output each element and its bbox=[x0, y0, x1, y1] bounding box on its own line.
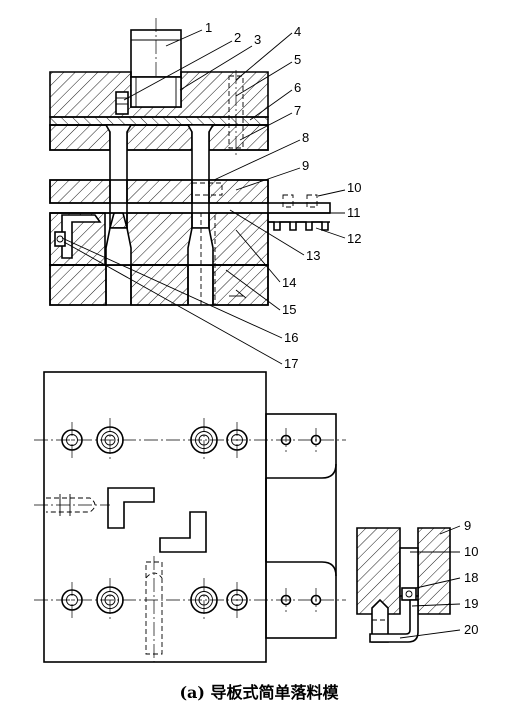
detail-label-19: 19 bbox=[464, 596, 478, 611]
detail-view: 9 10 18 19 20 bbox=[356, 518, 478, 643]
label-13: 13 bbox=[306, 248, 320, 263]
section-view: 1 2 3 4 5 6 7 8 9 10 11 12 13 14 15 16 1… bbox=[49, 18, 361, 371]
label-17: 17 bbox=[284, 356, 298, 371]
punch-profile-1 bbox=[107, 487, 155, 529]
label-6: 6 bbox=[294, 80, 301, 95]
detail-label-10: 10 bbox=[464, 544, 478, 559]
label-16: 16 bbox=[284, 330, 298, 345]
label-8: 8 bbox=[302, 130, 309, 145]
label-7: 7 bbox=[294, 103, 301, 118]
label-1: 1 bbox=[205, 20, 212, 35]
punch-plate bbox=[49, 124, 269, 151]
screw bbox=[115, 91, 129, 115]
label-4: 4 bbox=[294, 24, 301, 39]
guide-plate bbox=[49, 179, 269, 204]
backing-plate bbox=[49, 116, 269, 126]
detail-label-20: 20 bbox=[464, 622, 478, 637]
punch-profile-2 bbox=[159, 511, 207, 553]
label-11: 11 bbox=[347, 205, 361, 220]
die-block bbox=[105, 212, 129, 229]
label-9: 9 bbox=[302, 158, 309, 173]
lower-die-holder bbox=[49, 264, 269, 306]
figure-caption: (a) 导板式简单落料模 bbox=[179, 683, 339, 702]
label-15: 15 bbox=[282, 302, 296, 317]
detail-label-9: 9 bbox=[464, 518, 471, 533]
label-3: 3 bbox=[254, 32, 261, 47]
label-14: 14 bbox=[282, 275, 296, 290]
part-numbers: 1 2 3 4 5 6 7 8 9 10 11 12 13 14 15 16 1… bbox=[205, 20, 361, 371]
label-12: 12 bbox=[347, 231, 361, 246]
guide-plate-outline bbox=[43, 371, 267, 663]
label-2: 2 bbox=[234, 30, 241, 45]
label-10: 10 bbox=[347, 180, 361, 195]
detail-label-18: 18 bbox=[464, 570, 478, 585]
label-5: 5 bbox=[294, 52, 301, 67]
stock-strip bbox=[267, 202, 331, 214]
plan-view bbox=[34, 371, 346, 663]
leaders bbox=[61, 29, 346, 365]
